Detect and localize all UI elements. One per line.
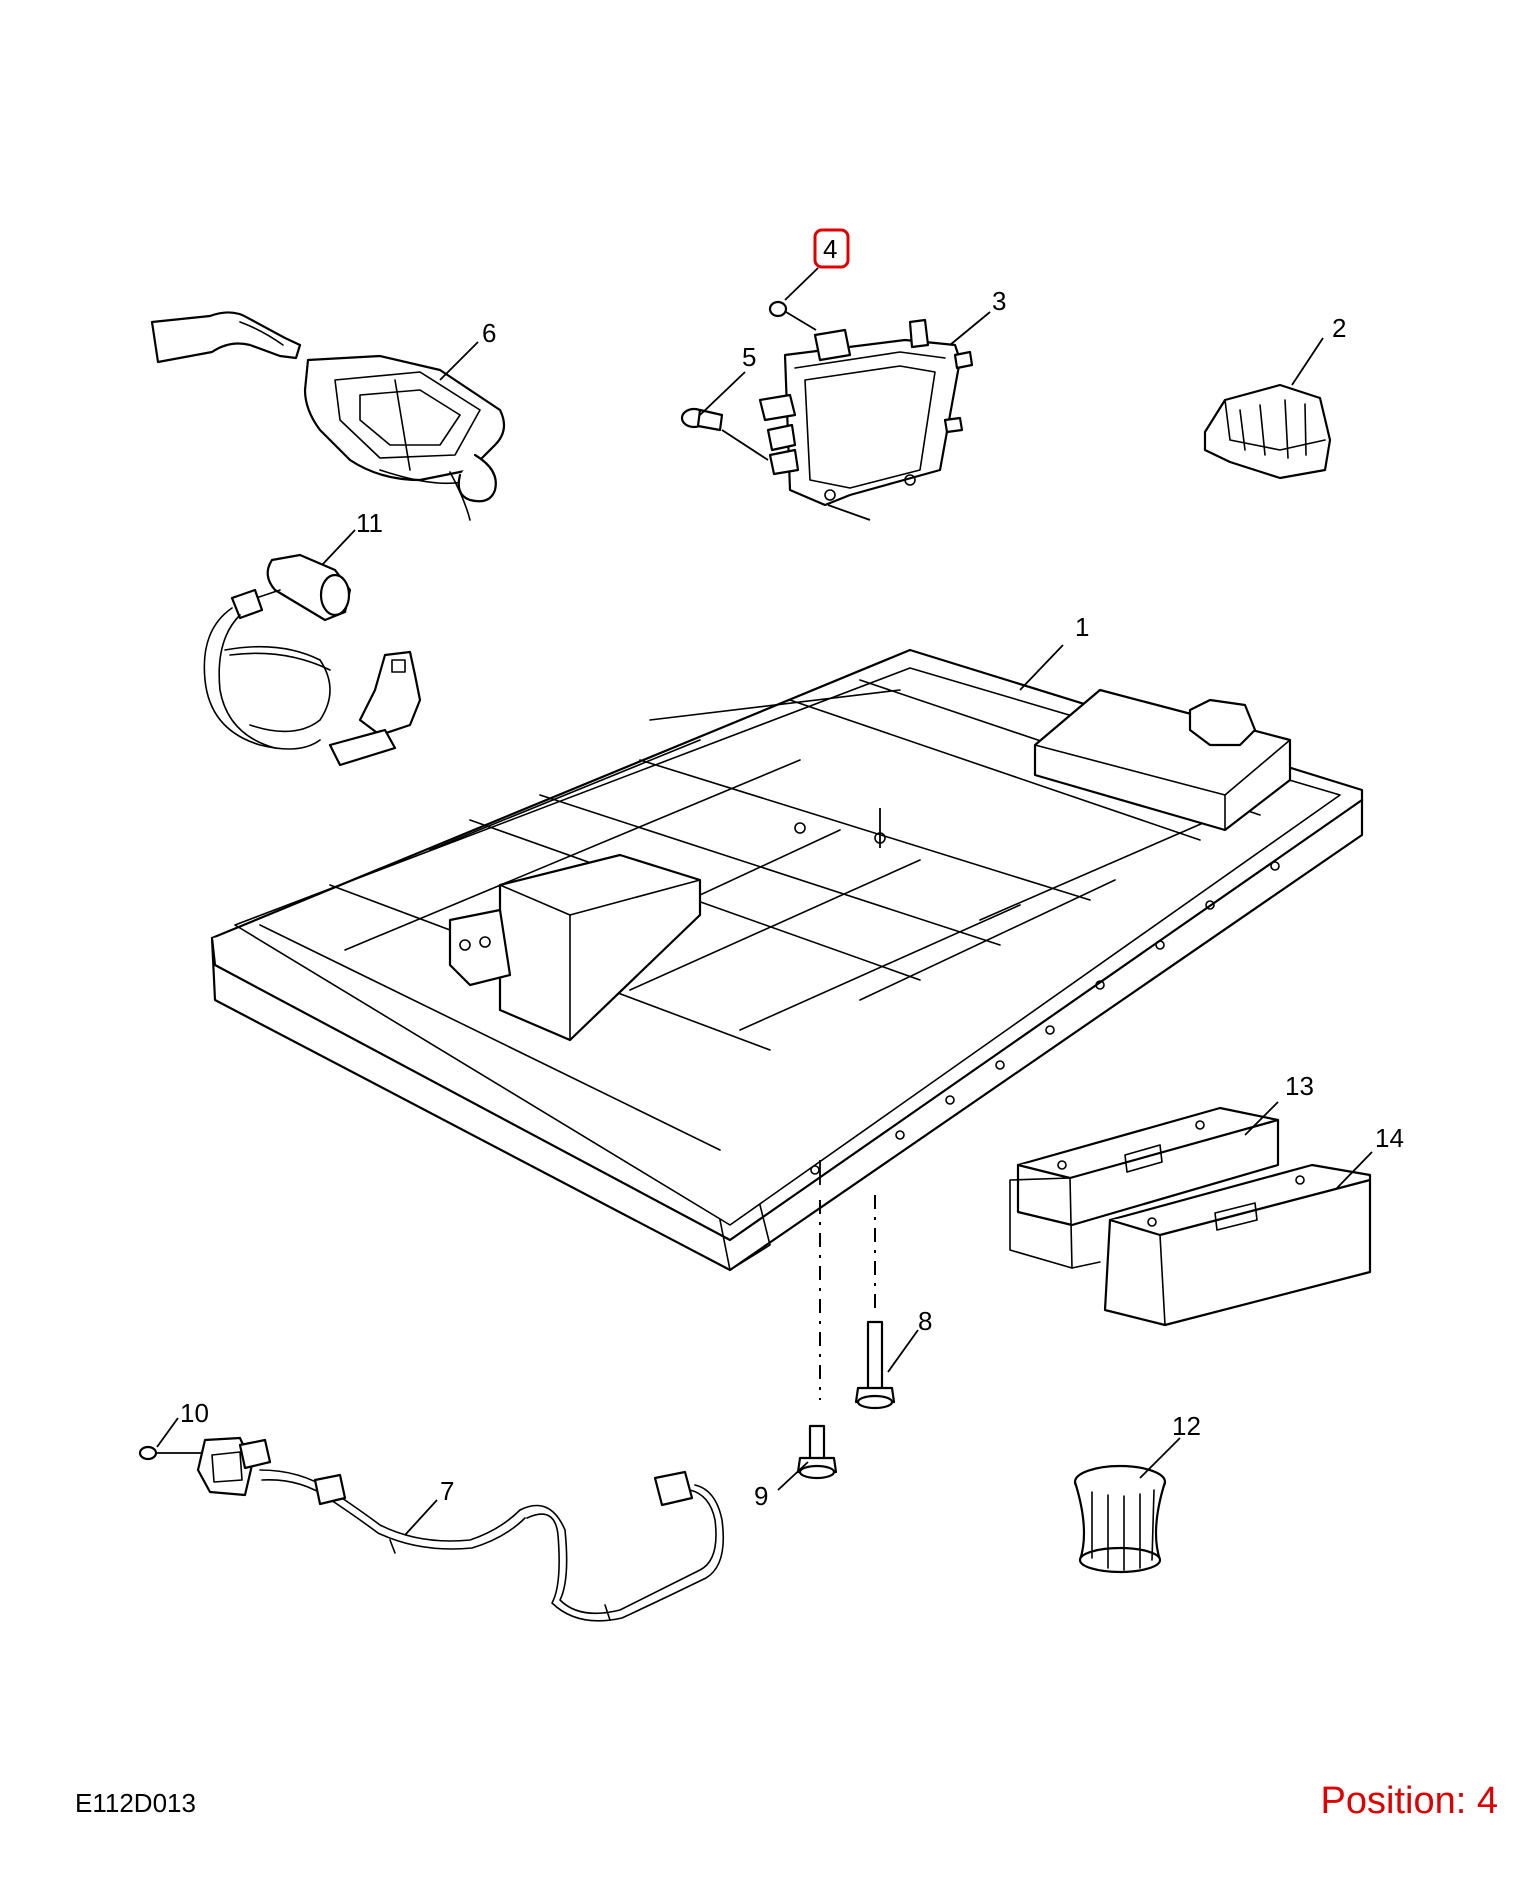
callout-14[interactable]: 14 — [1375, 1123, 1404, 1153]
wiring-harness-part[interactable] — [196, 1436, 725, 1622]
callout-13[interactable]: 13 — [1285, 1071, 1314, 1101]
callout-2[interactable]: 2 — [1332, 313, 1346, 343]
leader-line-3 — [949, 311, 991, 346]
callout-12[interactable]: 12 — [1172, 1411, 1201, 1441]
bolt-part-5[interactable] — [680, 407, 769, 461]
callout-1[interactable]: 1 — [1075, 612, 1089, 642]
leader-line-12 — [1139, 1437, 1181, 1479]
callout-7[interactable]: 7 — [440, 1476, 454, 1506]
leader-line-13 — [1244, 1101, 1279, 1136]
portable-charger-part[interactable] — [150, 311, 506, 521]
leader-line-14 — [1336, 1151, 1373, 1189]
callout-6[interactable]: 6 — [482, 318, 496, 348]
cover-module-part[interactable] — [1203, 383, 1332, 480]
callout-3[interactable]: 3 — [992, 286, 1006, 316]
leader-line-10 — [156, 1417, 179, 1448]
callout-9[interactable]: 9 — [754, 1481, 768, 1511]
callout-10[interactable]: 10 — [180, 1398, 209, 1428]
leader-line-7 — [404, 1499, 438, 1536]
position-value: 4 — [1476, 1780, 1498, 1822]
callout-8[interactable]: 8 — [918, 1306, 932, 1336]
leader-line-2 — [1291, 337, 1324, 386]
battery-module-part-13[interactable] — [1009, 1106, 1280, 1269]
leader-line-9 — [777, 1461, 809, 1491]
callout-4[interactable]: 4 — [823, 234, 837, 264]
position-indicator: Position: 4 — [1321, 1780, 1498, 1823]
diagram-code: E112D013 — [75, 1788, 196, 1818]
callout-4-highlight — [813, 228, 850, 269]
nut-part-10[interactable] — [138, 1445, 205, 1461]
charging-cable-part[interactable] — [203, 553, 422, 767]
leader-line-6 — [439, 341, 479, 381]
leader-line-4 — [784, 267, 819, 301]
spacer-grommet-part[interactable] — [1073, 1464, 1167, 1574]
battery-module-part-14[interactable] — [1103, 1163, 1372, 1327]
callout-5[interactable]: 5 — [742, 342, 756, 372]
charger-control-module-part[interactable] — [758, 318, 974, 521]
nut-part[interactable] — [768, 300, 817, 331]
position-prefix: Position: — [1320, 1780, 1467, 1822]
leader-line-1 — [1019, 644, 1064, 691]
bolt-part-8[interactable] — [854, 1320, 896, 1410]
bolt-part-9[interactable] — [796, 1424, 838, 1480]
leader-line-11 — [321, 529, 356, 566]
battery-pack-part[interactable] — [210, 648, 1364, 1272]
leader-line-5 — [699, 371, 746, 416]
leader-line-8 — [887, 1329, 919, 1373]
callout-11[interactable]: 11 — [356, 508, 383, 538]
